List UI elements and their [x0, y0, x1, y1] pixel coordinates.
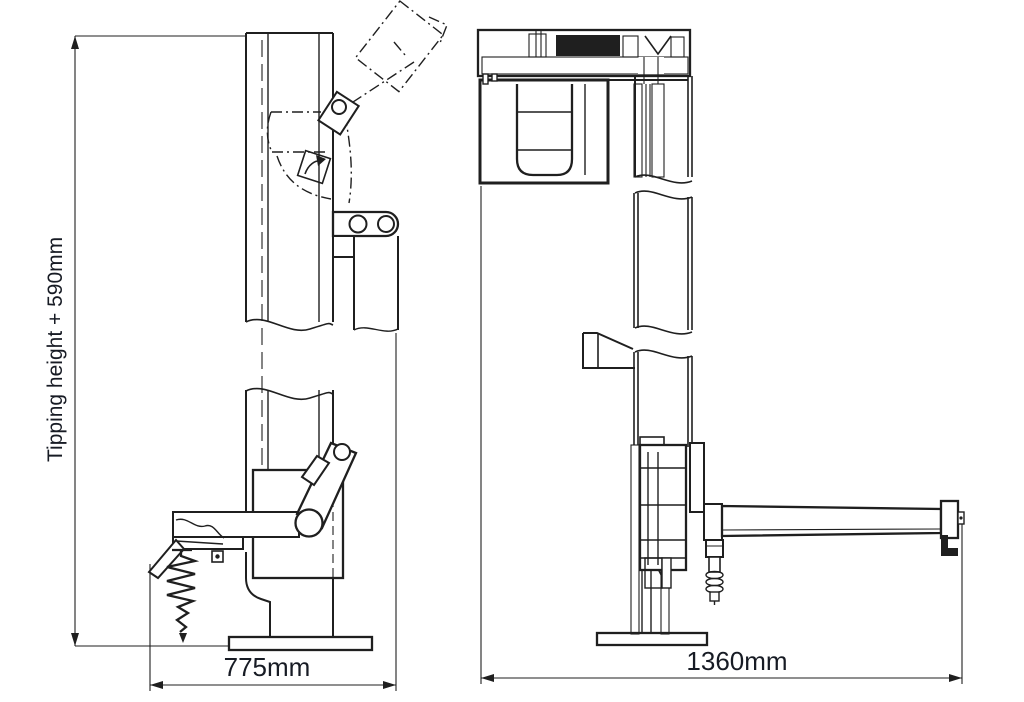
left-view-width-label: 775mm [224, 652, 311, 682]
side-arm [720, 499, 965, 556]
arm-end-cap [939, 499, 960, 540]
gear-housing [476, 28, 692, 84]
trajectory-line [349, 61, 415, 105]
trajectory-curve [344, 114, 352, 204]
pulley [644, 35, 672, 56]
dim-1360: 1360mm [480, 186, 963, 684]
phantom-hook [428, 16, 448, 44]
lever-tab [300, 454, 331, 487]
arrow-right-icon [383, 681, 396, 689]
arrow-up-icon [71, 36, 79, 49]
break-line [634, 325, 693, 335]
dim-775: 775mm [149, 333, 397, 691]
break-line [634, 349, 693, 359]
pivot-hub [294, 508, 324, 538]
drive-belt [556, 35, 620, 56]
tipping-path [266, 111, 332, 200]
left-base-plate [227, 635, 374, 652]
arm-hub [703, 503, 723, 541]
arm-hook [941, 535, 958, 556]
pivot-lug [331, 210, 400, 332]
pivot-hole [377, 215, 395, 233]
housing-plate [481, 56, 689, 75]
tilt-lever [294, 441, 358, 538]
rotation-arrowhead-icon [316, 155, 326, 166]
foot-wedge [147, 538, 186, 580]
column-wall [630, 444, 640, 635]
valve [705, 539, 724, 605]
break-line [245, 318, 334, 332]
screw-nut [651, 83, 665, 178]
carriage-plate [689, 442, 705, 513]
break-line [245, 387, 334, 401]
left-view: Tipping height + 590mm [44, 0, 448, 691]
latch-hole [331, 99, 347, 115]
break-line [634, 174, 693, 184]
spring [166, 548, 200, 643]
carriage [638, 436, 723, 589]
motor-box [478, 73, 610, 185]
column-wall [633, 83, 643, 178]
lever-pin [333, 443, 351, 461]
dim-tipping-height: Tipping height + 590mm [44, 35, 246, 647]
latch-bracket [316, 90, 361, 136]
arrow-left-icon [481, 674, 494, 682]
motor [515, 84, 574, 177]
right-view: 1360mm [476, 28, 965, 684]
fork-arm [147, 511, 300, 580]
break-line [634, 190, 693, 200]
phantom-bin-position [344, 0, 448, 204]
arrow-left-icon [150, 681, 163, 689]
tipping-height-label: Tipping height + 590mm [44, 237, 67, 462]
arrow-down-icon [71, 633, 79, 646]
arrow-right-icon [949, 674, 962, 682]
right-base-plate [595, 631, 709, 647]
pivot-hole [348, 214, 368, 234]
right-view-width-label: 1360mm [686, 646, 787, 676]
mount-bracket [582, 332, 635, 369]
